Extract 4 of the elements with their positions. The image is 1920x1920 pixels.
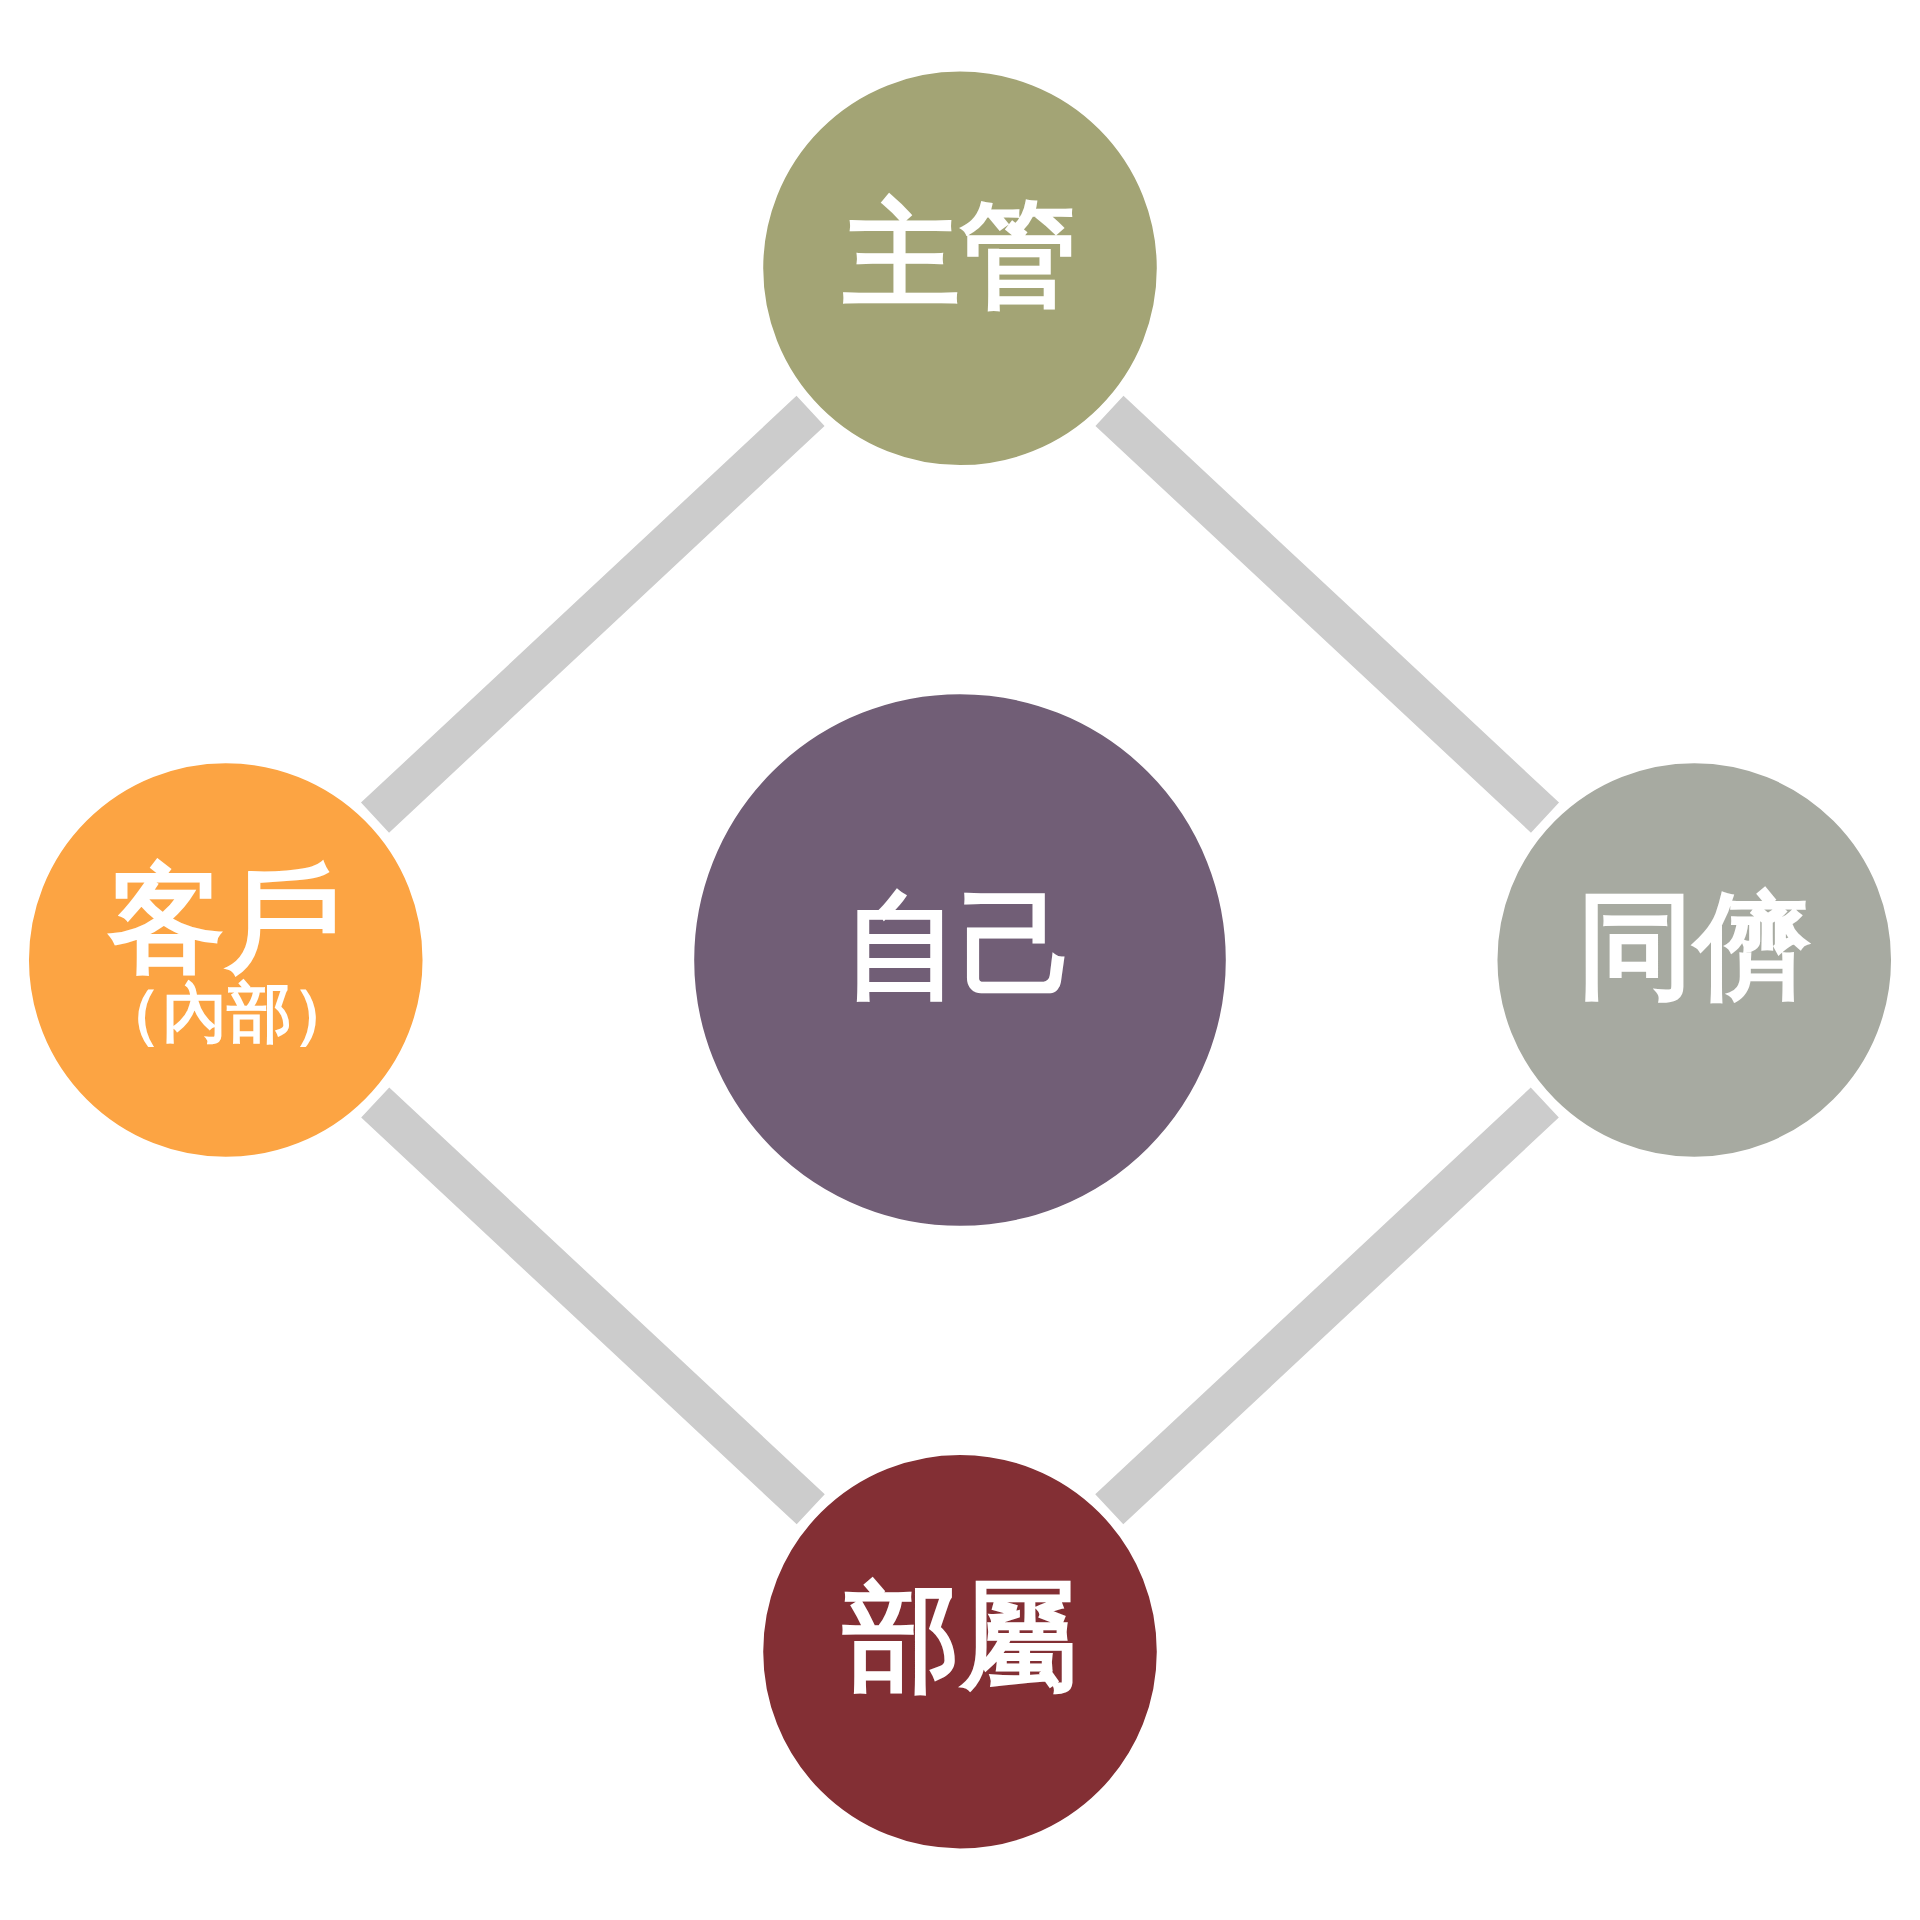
connector (1095, 395, 1560, 833)
connector (360, 395, 825, 833)
connector (1095, 1087, 1559, 1525)
connector (361, 1087, 825, 1525)
